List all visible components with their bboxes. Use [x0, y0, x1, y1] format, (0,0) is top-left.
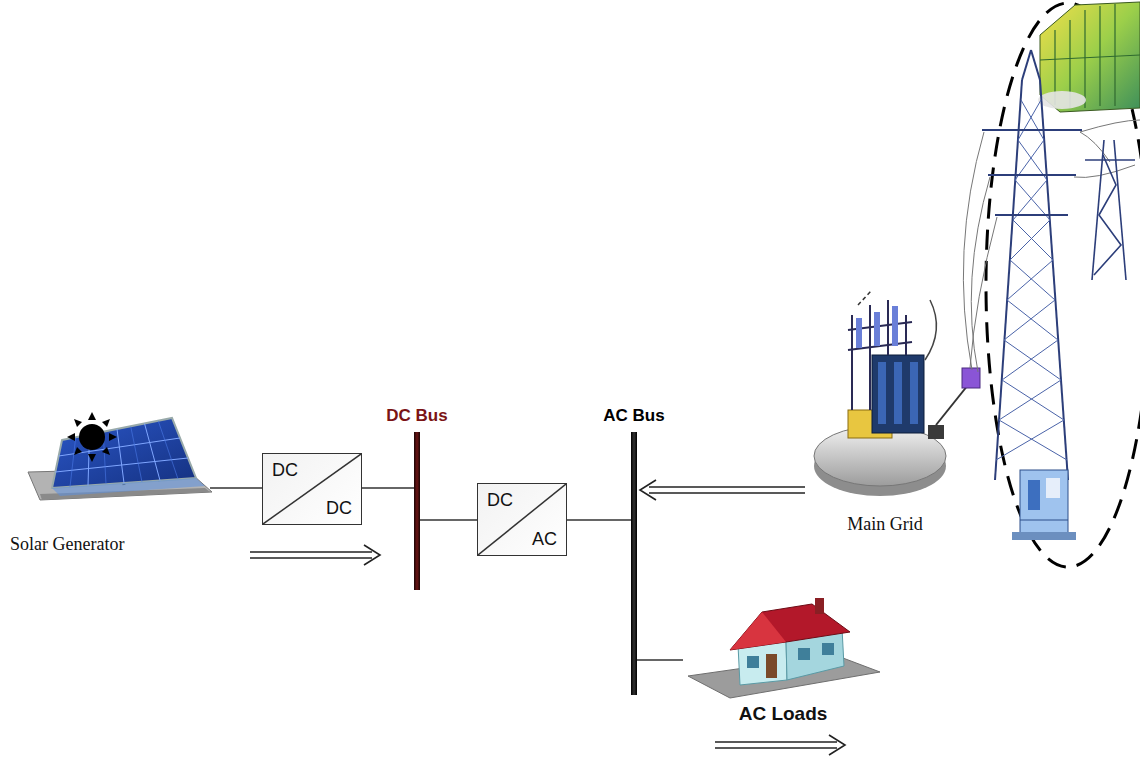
solar-panel: [28, 418, 212, 500]
flow-arrow: [715, 735, 845, 755]
house: [688, 598, 880, 698]
wire: [567, 520, 631, 521]
machine: [1012, 470, 1076, 540]
dc-dc-converter: DC DC: [262, 453, 362, 525]
converter-label: AC: [532, 528, 557, 550]
transmission-area: [963, 2, 1140, 567]
solar-generator: Solar Generator: [5, 395, 210, 555]
component-label: AC Loads: [739, 703, 828, 725]
dc-ac-inverter: DC AC: [477, 483, 567, 556]
wire: [637, 660, 683, 661]
bus-label: AC Bus: [603, 405, 664, 427]
converter-label: DC: [326, 497, 352, 519]
component-label: Main Grid: [847, 514, 923, 535]
power-flow-arrow: [640, 480, 805, 500]
wire: [420, 520, 477, 521]
sun-symbol: [67, 412, 117, 462]
bus-label: DC Bus: [386, 405, 447, 427]
converter-label: DC: [487, 489, 513, 511]
dc-bus: DC Bus: [414, 432, 420, 590]
main-grid: Main Grid: [805, 285, 965, 535]
substation: [814, 290, 980, 496]
converter-label: DC: [272, 459, 298, 481]
ac-bus: AC Bus: [631, 432, 637, 695]
ac-loads: AC Loads: [683, 600, 883, 725]
wire: [210, 488, 262, 489]
wire: [362, 488, 414, 489]
component-label: Solar Generator: [10, 534, 124, 555]
flow-arrow: [250, 545, 380, 565]
